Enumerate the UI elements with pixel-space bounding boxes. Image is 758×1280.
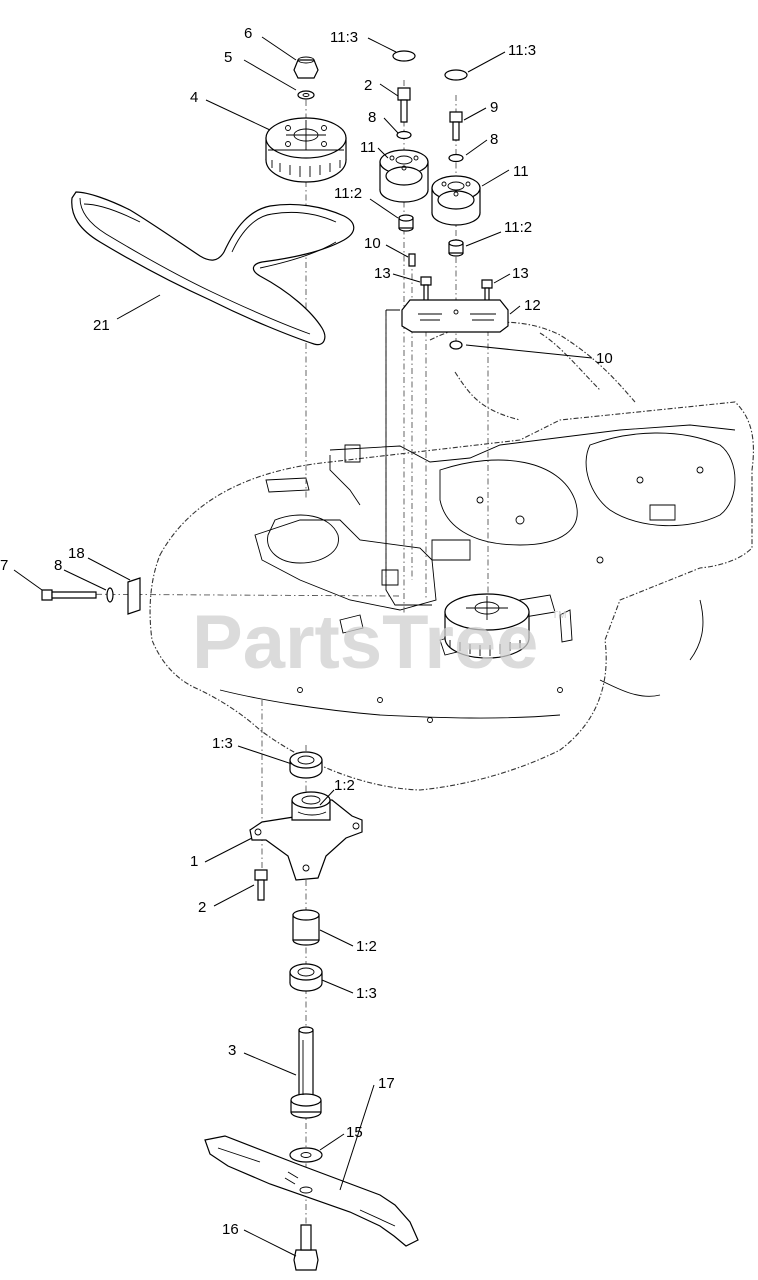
bracket-18 xyxy=(127,577,141,615)
mower-blade-17 xyxy=(204,1135,419,1247)
callout-13-left: 13 xyxy=(374,265,391,282)
washer-8-right xyxy=(448,153,464,163)
bearing-1-3-upper xyxy=(289,751,323,779)
callout-10-upper: 10 xyxy=(364,235,381,252)
mower-deck-outline xyxy=(149,321,754,791)
bolt-9 xyxy=(449,111,463,141)
spacer-11-2-right xyxy=(448,239,464,257)
callout-5: 5 xyxy=(224,49,232,66)
callout-8-side: 8 xyxy=(54,557,62,574)
blade-bolt-16 xyxy=(293,1224,319,1271)
callout-11-2-left: 11:2 xyxy=(334,185,362,202)
callout-1: 1 xyxy=(190,853,198,870)
watermark-trademark: TM xyxy=(552,610,566,621)
watermark: PartsTree xyxy=(192,600,538,685)
callout-18: 18 xyxy=(68,545,85,562)
idler-pulley-right xyxy=(431,175,481,226)
callout-13-right: 13 xyxy=(512,265,529,282)
bolt-13-left xyxy=(420,276,432,303)
drive-belt xyxy=(71,191,355,346)
bolt-2-lower xyxy=(254,869,268,901)
callout-21: 21 xyxy=(93,317,110,334)
callout-17: 17 xyxy=(378,1075,395,1092)
callout-1-2-lower: 1:2 xyxy=(356,938,377,955)
idler-bracket xyxy=(401,299,509,333)
callout-11-2-right: 11:2 xyxy=(504,219,532,236)
callout-1-3-lower: 1:3 xyxy=(356,985,377,1002)
callout-4: 4 xyxy=(190,89,198,106)
bolt-13-right xyxy=(481,279,493,304)
callout-2-lower: 2 xyxy=(198,899,206,916)
dust-cap-left xyxy=(392,50,416,62)
dust-cap-right xyxy=(444,69,468,81)
callout-8-right: 8 xyxy=(490,131,498,148)
callout-1-2-upper: 1:2 xyxy=(334,777,355,794)
drive-pulley xyxy=(265,117,347,183)
callout-11-3-right: 11:3 xyxy=(508,42,536,59)
callout-12: 12 xyxy=(524,297,541,314)
installed-pulley xyxy=(444,593,530,659)
callout-8-left: 8 xyxy=(368,109,376,126)
key-10 xyxy=(408,253,416,267)
bolt-2-upper xyxy=(397,87,411,123)
leader-lines xyxy=(13,36,593,1257)
callout-7: 7 xyxy=(0,557,8,574)
nut-10 xyxy=(449,340,463,350)
spacer-1-2 xyxy=(292,909,320,946)
callout-9: 9 xyxy=(490,99,498,116)
callout-15: 15 xyxy=(346,1124,363,1141)
callout-6: 6 xyxy=(244,25,252,42)
callout-11-left: 11 xyxy=(360,139,376,156)
bolt-7 xyxy=(41,589,97,601)
callout-2-upper: 2 xyxy=(364,77,372,94)
callout-10-lower: 10 xyxy=(596,350,613,367)
blade-spacer-15 xyxy=(289,1147,323,1163)
callout-1-3-upper: 1:3 xyxy=(212,735,233,752)
spindle-housing xyxy=(249,791,363,881)
callout-labels: 6 5 4 21 11:3 2 8 11 11:2 10 13 11:3 9 8… xyxy=(0,25,613,1238)
callout-3: 3 xyxy=(228,1042,236,1059)
washer-5 xyxy=(297,90,315,100)
nut-6 xyxy=(293,56,319,79)
washer-8-side xyxy=(106,587,114,603)
idler-pulley-left xyxy=(379,149,429,203)
callout-16: 16 xyxy=(222,1221,239,1238)
callout-11-right: 11 xyxy=(513,163,529,180)
bracket-mount-plate xyxy=(381,309,432,606)
washer-8-left xyxy=(396,130,412,140)
callout-11-3-left: 11:3 xyxy=(330,29,358,46)
spacer-11-2-left xyxy=(398,214,414,232)
spindle-shaft xyxy=(290,1026,322,1119)
bearing-1-3-lower xyxy=(289,963,323,992)
